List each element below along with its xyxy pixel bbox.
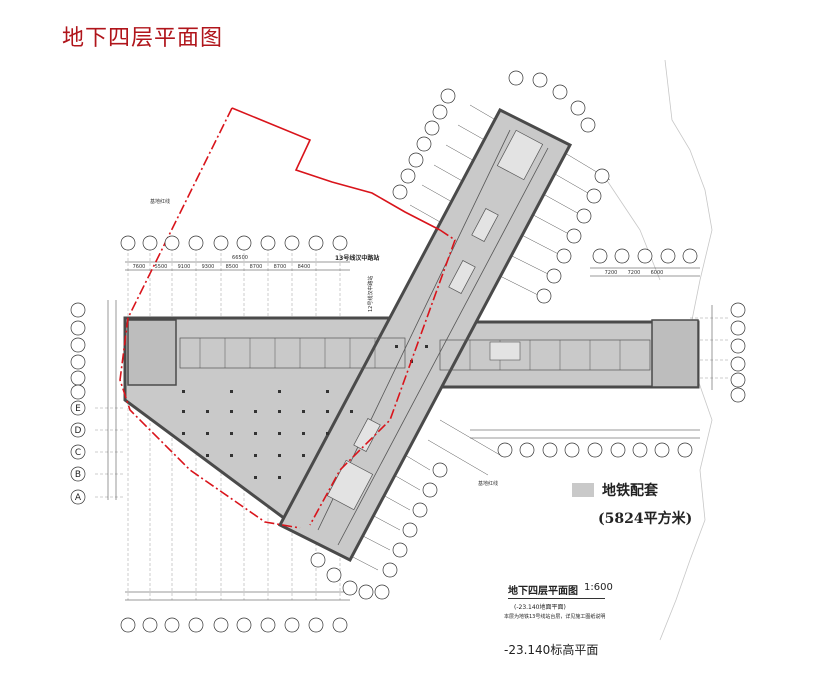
legend-label: 地铁配套 xyxy=(602,483,658,499)
site-boundary xyxy=(119,107,456,529)
axis-letter: C xyxy=(75,448,81,458)
station-label: 13号线汉中路站 xyxy=(335,254,379,262)
diagonal-platform xyxy=(277,108,573,562)
dim-value: 8700 xyxy=(250,264,263,270)
axis-letter: D xyxy=(75,426,82,436)
station-plan xyxy=(123,108,700,562)
sheet-caption: 地下四层平面图 1:600 (-23.140地面平面) 本层为地铁13号线站台层… xyxy=(504,582,613,620)
elevation-note: -23.140标高平面 xyxy=(504,643,599,657)
column-grid xyxy=(182,345,428,479)
dim-total: 66500 xyxy=(232,255,248,261)
axis-bubbles-diagonal xyxy=(310,70,610,600)
dim-value: 7600 xyxy=(133,264,146,270)
dim-value: 8700 xyxy=(274,264,287,270)
axis-letter: B xyxy=(75,470,81,480)
page-title: 地下四层平面图 xyxy=(62,26,224,51)
boundary-note-bottom: 基地红线 xyxy=(478,480,498,487)
dim-value: 7200 xyxy=(605,270,618,276)
dim-value: 9100 xyxy=(178,264,191,270)
axis-bubbles-top xyxy=(120,235,348,251)
legend-area: (5824平方米) xyxy=(598,511,693,527)
dim-value: 9300 xyxy=(202,264,215,270)
legend-swatch xyxy=(572,483,594,497)
dimension-lines xyxy=(107,261,713,601)
caption-sub: (-23.140地面平面) xyxy=(514,604,566,611)
dim-value: 5500 xyxy=(155,264,168,270)
dim-value: 8400 xyxy=(298,264,311,270)
boundary-note-top: 基地红线 xyxy=(150,198,170,205)
caption-scale: 1:600 xyxy=(584,582,613,593)
dim-value: 6000 xyxy=(651,270,664,276)
dim-value: 8500 xyxy=(226,264,239,270)
axis-letters: A B C D E xyxy=(75,404,82,503)
line-label: 12号线汉中路站 xyxy=(367,276,374,312)
axis-bubbles-bottom xyxy=(120,617,348,633)
dim-value: 7200 xyxy=(628,270,641,276)
axis-bubbles-left xyxy=(70,302,86,505)
axis-letter: E xyxy=(75,404,81,414)
caption-note: 本层为地铁13号线站台层，详见施工图纸说明 xyxy=(504,614,606,620)
axis-letter: A xyxy=(75,493,82,503)
caption-title: 地下四层平面图 xyxy=(508,582,606,599)
axis-bubbles-right xyxy=(497,248,746,458)
top-dimensions: 7600 5500 9100 9300 8500 8700 8700 8400 … xyxy=(133,255,664,276)
legend: 地铁配套 (5824平方米) xyxy=(572,480,692,528)
